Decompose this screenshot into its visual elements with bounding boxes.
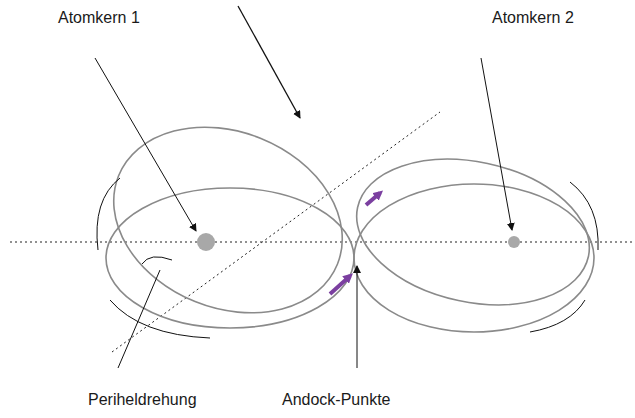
precession-arc xyxy=(530,300,585,332)
precession-arc xyxy=(97,178,120,250)
leader-line xyxy=(118,270,160,368)
axis-line xyxy=(10,242,632,243)
precession-arc xyxy=(110,300,210,338)
label: Andock-Punkte xyxy=(282,390,391,409)
leader-line xyxy=(357,266,358,368)
orbit xyxy=(343,139,603,325)
docking-arrow xyxy=(330,276,350,294)
leader-line xyxy=(238,6,300,118)
orbit xyxy=(106,188,354,328)
angle-arc xyxy=(142,257,172,264)
precession-arc xyxy=(570,182,598,250)
nucleus xyxy=(508,236,520,248)
docking-arrow xyxy=(366,193,380,205)
orbit xyxy=(86,94,371,346)
leader-line xyxy=(481,58,512,230)
nucleus xyxy=(197,233,215,251)
label: Atomkern 1 xyxy=(58,8,140,27)
label: Atomkern 2 xyxy=(492,8,574,27)
orbit xyxy=(354,184,594,332)
label: Periheldrehung xyxy=(88,390,197,409)
leader-line xyxy=(95,58,196,231)
